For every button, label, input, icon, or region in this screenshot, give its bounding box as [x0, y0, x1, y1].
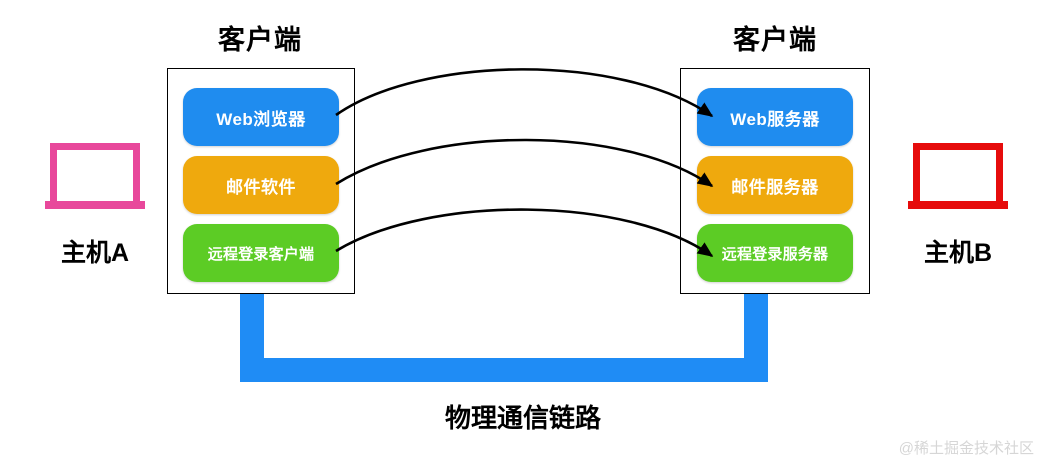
laptop-base — [908, 201, 1008, 209]
link-bottom-bar — [240, 358, 768, 382]
laptop-screen — [913, 143, 1003, 201]
left-client-title: 客户端 — [218, 25, 302, 55]
right-client-box: Web服务器 邮件服务器 远程登录服务器 — [680, 68, 870, 294]
laptop-base — [45, 201, 145, 209]
physical-link-connector — [240, 294, 768, 382]
laptop-screen — [50, 143, 140, 201]
app-pill-web-server[interactable]: Web服务器 — [697, 88, 853, 146]
app-pill-label: Web服务器 — [730, 109, 820, 129]
physical-link-label: 物理通信链路 — [444, 403, 601, 433]
host-b-label: 主机B — [923, 239, 993, 267]
laptop-icon-host-a — [45, 143, 145, 215]
laptop-icon-host-b — [908, 143, 1008, 215]
app-pill-label: Web浏览器 — [216, 109, 306, 129]
arc-web — [335, 68, 714, 118]
app-pill-label: 远程登录服务器 — [721, 245, 829, 263]
app-pill-remote-login-client[interactable]: 远程登录客户端 — [183, 224, 339, 282]
right-client-title: 客户端 — [733, 25, 817, 55]
watermark-text: @稀土掘金技术社区 — [898, 440, 1034, 457]
app-pill-mail-client[interactable]: 邮件软件 — [183, 156, 339, 214]
arc-mail — [335, 138, 714, 188]
app-pill-label: 邮件软件 — [226, 177, 296, 197]
host-a-label: 主机A — [60, 239, 130, 267]
left-client-box: Web浏览器 邮件软件 远程登录客户端 — [167, 68, 355, 294]
app-pill-web-browser[interactable]: Web浏览器 — [183, 88, 339, 146]
arc-remote-login — [335, 208, 714, 258]
app-pill-label: 邮件服务器 — [731, 177, 819, 197]
app-pill-mail-server[interactable]: 邮件服务器 — [697, 156, 853, 214]
app-pill-remote-login-server[interactable]: 远程登录服务器 — [697, 224, 853, 282]
app-pill-label: 远程登录客户端 — [207, 245, 315, 263]
